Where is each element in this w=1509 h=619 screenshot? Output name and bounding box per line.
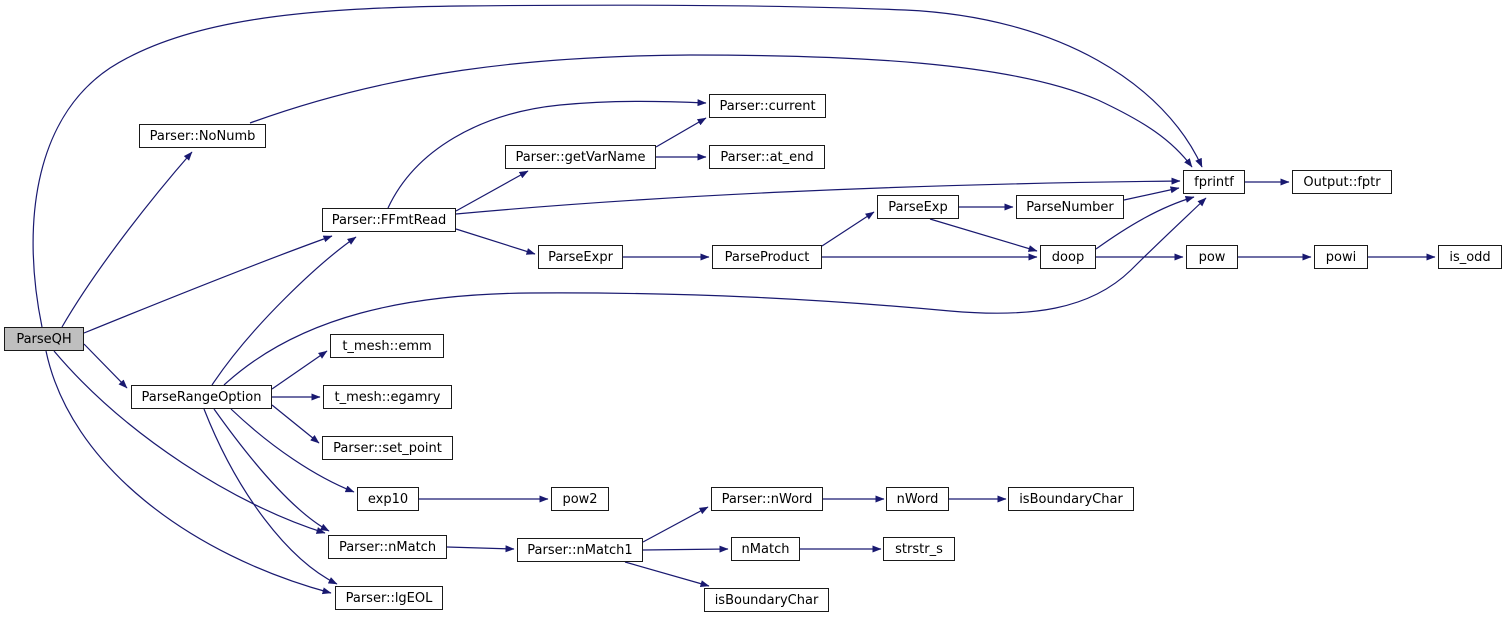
node-parserangeoption[interactable]: ParseRangeOption — [131, 385, 272, 409]
node-doop[interactable]: doop — [1040, 245, 1096, 269]
node-isboundarychar-2[interactable]: isBoundaryChar — [704, 588, 829, 612]
edge-parseexp-to-doop — [929, 218, 1038, 252]
edge-parseproduct-to-parseexp — [821, 211, 875, 247]
node-parser-current[interactable]: Parser::current — [709, 94, 826, 118]
edge-parser-ffmtread-to-fprintf — [455, 177, 1181, 215]
node-parsenumber[interactable]: ParseNumber — [1016, 195, 1124, 219]
edge-parserangeoption-to-fprintf — [223, 197, 1207, 386]
node-exp10[interactable]: exp10 — [357, 487, 419, 511]
node-powi[interactable]: powi — [1314, 245, 1368, 269]
edge-parserangeoption-to-parser-nmatch — [213, 408, 330, 532]
edge-parserangeoption-to-parser-set-point — [271, 404, 320, 444]
node-output-fptr[interactable]: Output::fptr — [1292, 170, 1392, 194]
edge-parseqh-to-parser-lgeol — [45, 350, 332, 595]
node-parser-nmatch1[interactable]: Parser::nMatch1 — [517, 538, 643, 562]
edge-parser-ffmtread-to-parseexpr — [455, 228, 536, 255]
node-parser-lgeol[interactable]: Parser::lgEOL — [335, 586, 443, 610]
node-parser-ffmtread[interactable]: Parser::FFmtRead — [322, 208, 456, 232]
node-t-mesh-emm[interactable]: t_mesh::emm — [330, 334, 444, 358]
node-fprintf[interactable]: fprintf — [1183, 170, 1245, 194]
edge-parserangeoption-to-exp10 — [230, 408, 355, 493]
edge-parser-nmatch-to-parser-nmatch1 — [446, 545, 515, 553]
edge-parsenumber-to-fprintf — [1123, 186, 1180, 201]
edge-parser-nmatch1-to-nmatch — [642, 545, 729, 553]
node-parser-set-point[interactable]: Parser::set_point — [322, 436, 453, 460]
node-parser-nmatch[interactable]: Parser::nMatch — [328, 535, 447, 559]
edge-parseqh-to-fprintf — [32, 4, 1203, 328]
node-t-mesh-egamry[interactable]: t_mesh::egamry — [323, 385, 452, 409]
edge-parser-ffmtread-to-parser-getvarname — [455, 170, 529, 212]
node-parseexp[interactable]: ParseExp — [877, 195, 959, 219]
node-pow2[interactable]: pow2 — [551, 487, 609, 511]
node-parseexpr[interactable]: ParseExpr — [538, 245, 623, 269]
node-parseqh: ParseQH — [4, 327, 84, 351]
node-parseproduct[interactable]: ParseProduct — [712, 245, 822, 269]
node-parser-getvarname[interactable]: Parser::getVarName — [505, 145, 656, 169]
node-pow[interactable]: pow — [1186, 245, 1238, 269]
edge-parser-nmatch1-to-isboundarychar-2 — [624, 561, 710, 588]
edge-parseqh-to-parserangeoption — [83, 343, 128, 389]
edge-parseqh-to-parser-nonumb — [61, 151, 193, 328]
node-parser-at-end[interactable]: Parser::at_end — [709, 145, 825, 169]
edge-parserangeoption-to-t-mesh-emm — [271, 350, 328, 390]
node-strstr-s[interactable]: strstr_s — [883, 537, 955, 561]
edge-parseqh-to-parser-ffmtread — [83, 235, 333, 334]
node-is-odd[interactable]: is_odd — [1438, 245, 1502, 269]
edge-parser-nmatch1-to-parser-nword — [642, 506, 709, 543]
node-isboundarychar-1[interactable]: isBoundaryChar — [1008, 487, 1134, 511]
node-parser-nword[interactable]: Parser::nWord — [711, 487, 823, 511]
node-nmatch[interactable]: nMatch — [731, 537, 800, 561]
edge-parseqh-to-parser-nmatch — [53, 350, 326, 534]
node-nword[interactable]: nWord — [886, 487, 949, 511]
edge-parserangeoption-to-parser-lgeol — [203, 408, 338, 585]
node-parser-nonumb[interactable]: Parser::NoNumb — [139, 124, 266, 148]
edge-doop-to-fprintf — [1095, 196, 1195, 250]
edge-parser-nonumb-to-fprintf — [249, 54, 1193, 168]
edge-parser-ffmtread-to-parser-current — [387, 99, 707, 209]
edge-parser-getvarname-to-parser-current — [655, 117, 707, 148]
edge-parserangeoption-to-parser-ffmtread — [211, 236, 357, 386]
